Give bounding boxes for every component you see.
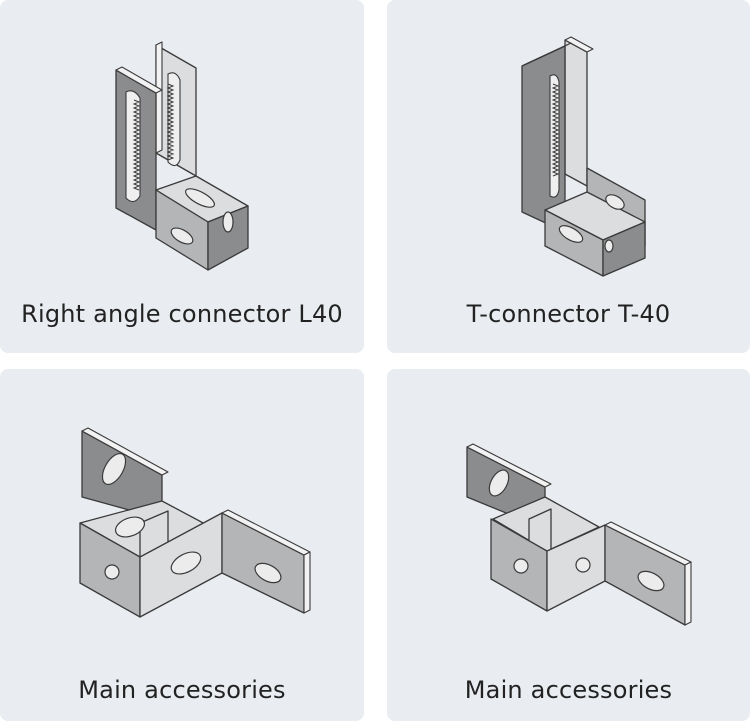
t-connector-icon [521, 36, 646, 277]
z-bracket-icon [79, 427, 311, 618]
product-label: Right angle connector L40 [21, 300, 343, 328]
z-bracket-small-icon [466, 443, 692, 626]
product-label: T-connector T-40 [466, 300, 671, 328]
product-label: Main accessories [78, 676, 286, 704]
product-card-main-accessories-1[interactable]: Main accessories [0, 369, 364, 721]
product-card-main-accessories-2[interactable]: Main accessories [387, 369, 750, 721]
product-card-right-angle-connector[interactable]: Right angle connector L40 [0, 0, 364, 353]
product-card-t-connector[interactable]: T-connector T-40 [387, 0, 750, 353]
product-label: Main accessories [464, 676, 673, 704]
right-angle-connector-icon [115, 41, 249, 271]
